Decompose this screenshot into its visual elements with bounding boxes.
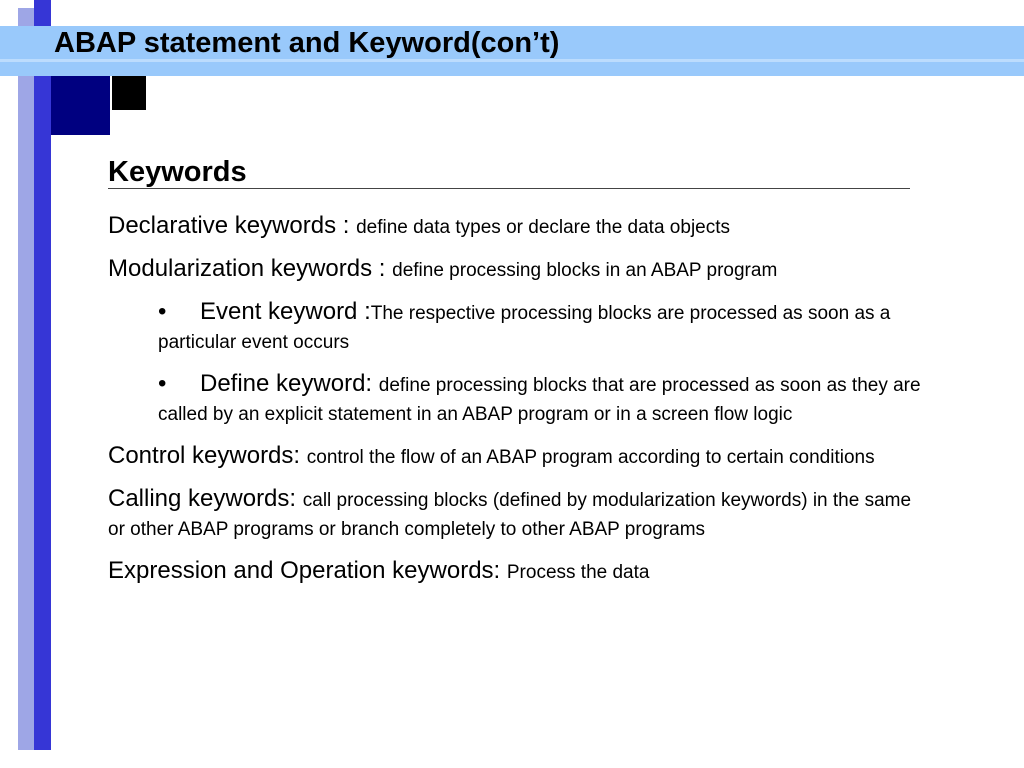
decor-bar-dark bbox=[34, 0, 51, 750]
bullet-glyph: • bbox=[158, 370, 167, 397]
item-description: The respective processing blocks are pro… bbox=[158, 303, 891, 353]
list-item-event-keyword: • Event keyword :The respective processin… bbox=[158, 298, 923, 358]
item-label: Declarative keywords : bbox=[108, 212, 357, 239]
item-label: Modularization keywords : bbox=[108, 255, 393, 282]
decor-bar-light bbox=[18, 8, 34, 750]
item-description: call processing blocks (defined by modul… bbox=[108, 490, 912, 540]
item-label: Define keyword: bbox=[200, 370, 379, 397]
bullet-glyph: • bbox=[158, 298, 167, 325]
heading-underline bbox=[108, 188, 910, 189]
decor-square-navy bbox=[51, 76, 110, 135]
title-band bbox=[0, 26, 1024, 76]
list-item-expression: Expression and Operation keywords: Proce… bbox=[108, 557, 923, 588]
item-label: Calling keywords: bbox=[108, 485, 303, 512]
item-description: define processing blocks in an ABAP prog… bbox=[392, 260, 778, 281]
item-label: Expression and Operation keywords: bbox=[108, 557, 507, 584]
list-item-control: Control keywords: control the flow of an… bbox=[108, 442, 923, 473]
list-item-declarative: Declarative keywords : define data types… bbox=[108, 212, 923, 243]
item-label: Event keyword : bbox=[200, 298, 371, 325]
item-description: control the flow of an ABAP program acco… bbox=[306, 447, 875, 468]
list-item-define-keyword: • Define keyword: define processing block… bbox=[158, 370, 923, 430]
list-item-modularization: Modularization keywords : define process… bbox=[108, 255, 923, 286]
decor-square-black bbox=[112, 76, 146, 110]
item-description: Process the data bbox=[506, 562, 650, 583]
section-heading: Keywords bbox=[108, 156, 247, 188]
item-description: define processing blocks that are proces… bbox=[158, 375, 921, 425]
item-label: Control keywords: bbox=[108, 442, 307, 469]
item-description: define data types or declare the data ob… bbox=[356, 217, 731, 238]
list-item-calling: Calling keywords: call processing blocks… bbox=[108, 485, 923, 545]
keyword-list: Declarative keywords : define data types… bbox=[108, 212, 923, 588]
slide-title: ABAP statement and Keyword(con’t) bbox=[54, 27, 560, 59]
title-band-stripe bbox=[0, 59, 1024, 62]
